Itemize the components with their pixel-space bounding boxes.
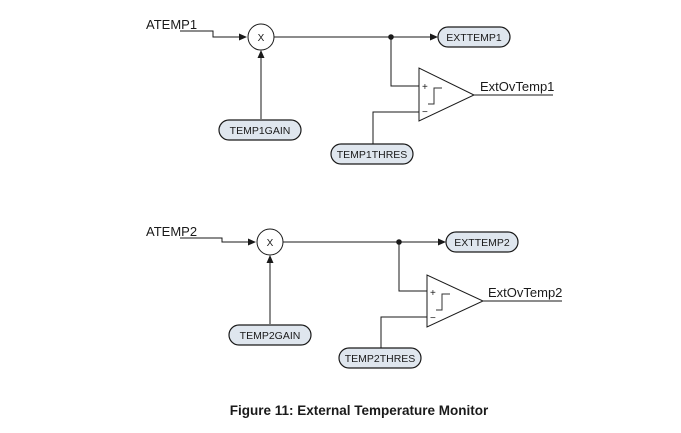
threshold-pill-2: [338, 347, 422, 369]
branch-wire-1: [390, 37, 419, 87]
threshold-wire-2: [380, 316, 427, 348]
register-label-1: EXTTEMP1: [446, 32, 502, 44]
comparator-minus-1: −: [422, 107, 428, 118]
input-label-atemp1: ATEMP1: [146, 17, 197, 32]
comparator-2: [426, 274, 485, 328]
channel-2: ATEMP2 X TEMP2GAIN EXTTEMP2 + − ExtOvTem…: [146, 224, 562, 369]
comparator-1: [418, 67, 476, 122]
threshold-label-2: TEMP2THRES: [345, 353, 416, 365]
comparator-output-label-1: ExtOvTemp1: [480, 79, 554, 94]
gain-arrow-1: [257, 50, 265, 58]
gain-pill-1: [218, 119, 302, 141]
gain-label-2: TEMP2GAIN: [240, 330, 301, 342]
output-arrow-1: [430, 33, 438, 41]
gain-pill-2: [228, 324, 312, 346]
register-label-2: EXTTEMP2: [454, 237, 510, 249]
register-pill-2: [445, 231, 519, 253]
channel-1: ATEMP1 X TEMP1GAIN EXTTEMP1 + − ExtOvTem…: [146, 17, 554, 165]
comparator-minus-2: −: [430, 313, 436, 324]
register-pill-1: [437, 26, 511, 48]
figure-caption: Figure 11: External Temperature Monitor: [230, 403, 489, 418]
input-arrow-2: [248, 238, 256, 246]
comparator-plus-2: +: [430, 288, 436, 299]
multiplier-symbol-1: X: [258, 33, 265, 44]
threshold-wire-1: [372, 111, 419, 144]
comparator-plus-1: +: [422, 82, 428, 93]
input-label-atemp2: ATEMP2: [146, 224, 197, 239]
gain-arrow-2: [266, 255, 274, 263]
input-wire-1: [180, 30, 240, 38]
hysteresis-symbol-1: [428, 87, 442, 105]
input-arrow-1: [239, 33, 247, 41]
gain-label-1: TEMP1GAIN: [230, 125, 291, 137]
threshold-pill-1: [330, 143, 414, 165]
threshold-label-1: TEMP1THRES: [337, 149, 408, 161]
output-arrow-2: [438, 238, 446, 246]
hysteresis-symbol-2: [436, 293, 450, 311]
branch-wire-2: [398, 242, 427, 292]
comparator-output-label-2: ExtOvTemp2: [488, 285, 562, 300]
multiplier-symbol-2: X: [267, 238, 274, 249]
input-wire-2: [180, 237, 249, 243]
